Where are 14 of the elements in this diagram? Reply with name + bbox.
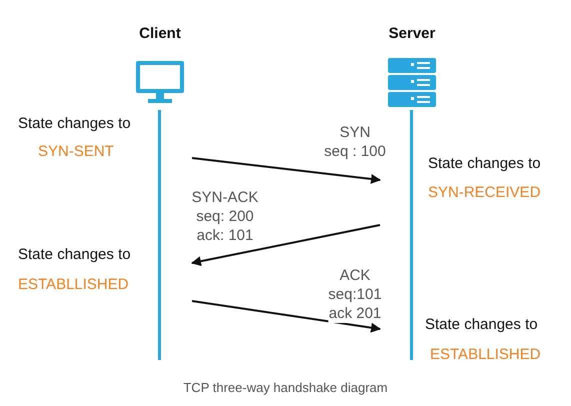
participant-name: Client: [138, 25, 182, 42]
arrow: [192, 157, 381, 184]
state-note: State changes to: [425, 316, 538, 333]
state-note: State changes to: [428, 155, 541, 172]
participant-name: Server: [388, 25, 436, 42]
state-name: ESTABLLISHED: [18, 276, 129, 293]
caption: TCP three-way handshake diagram: [182, 380, 389, 395]
state-note: State changes to: [18, 115, 131, 132]
state-name: SYN-RECEIVED: [428, 184, 541, 201]
arrow: [192, 300, 381, 333]
state-name: SYN-SENT: [38, 143, 114, 160]
arrow: [191, 224, 380, 266]
state-note: State changes to: [18, 246, 131, 263]
state-name: ESTABLLISHED: [430, 346, 541, 363]
